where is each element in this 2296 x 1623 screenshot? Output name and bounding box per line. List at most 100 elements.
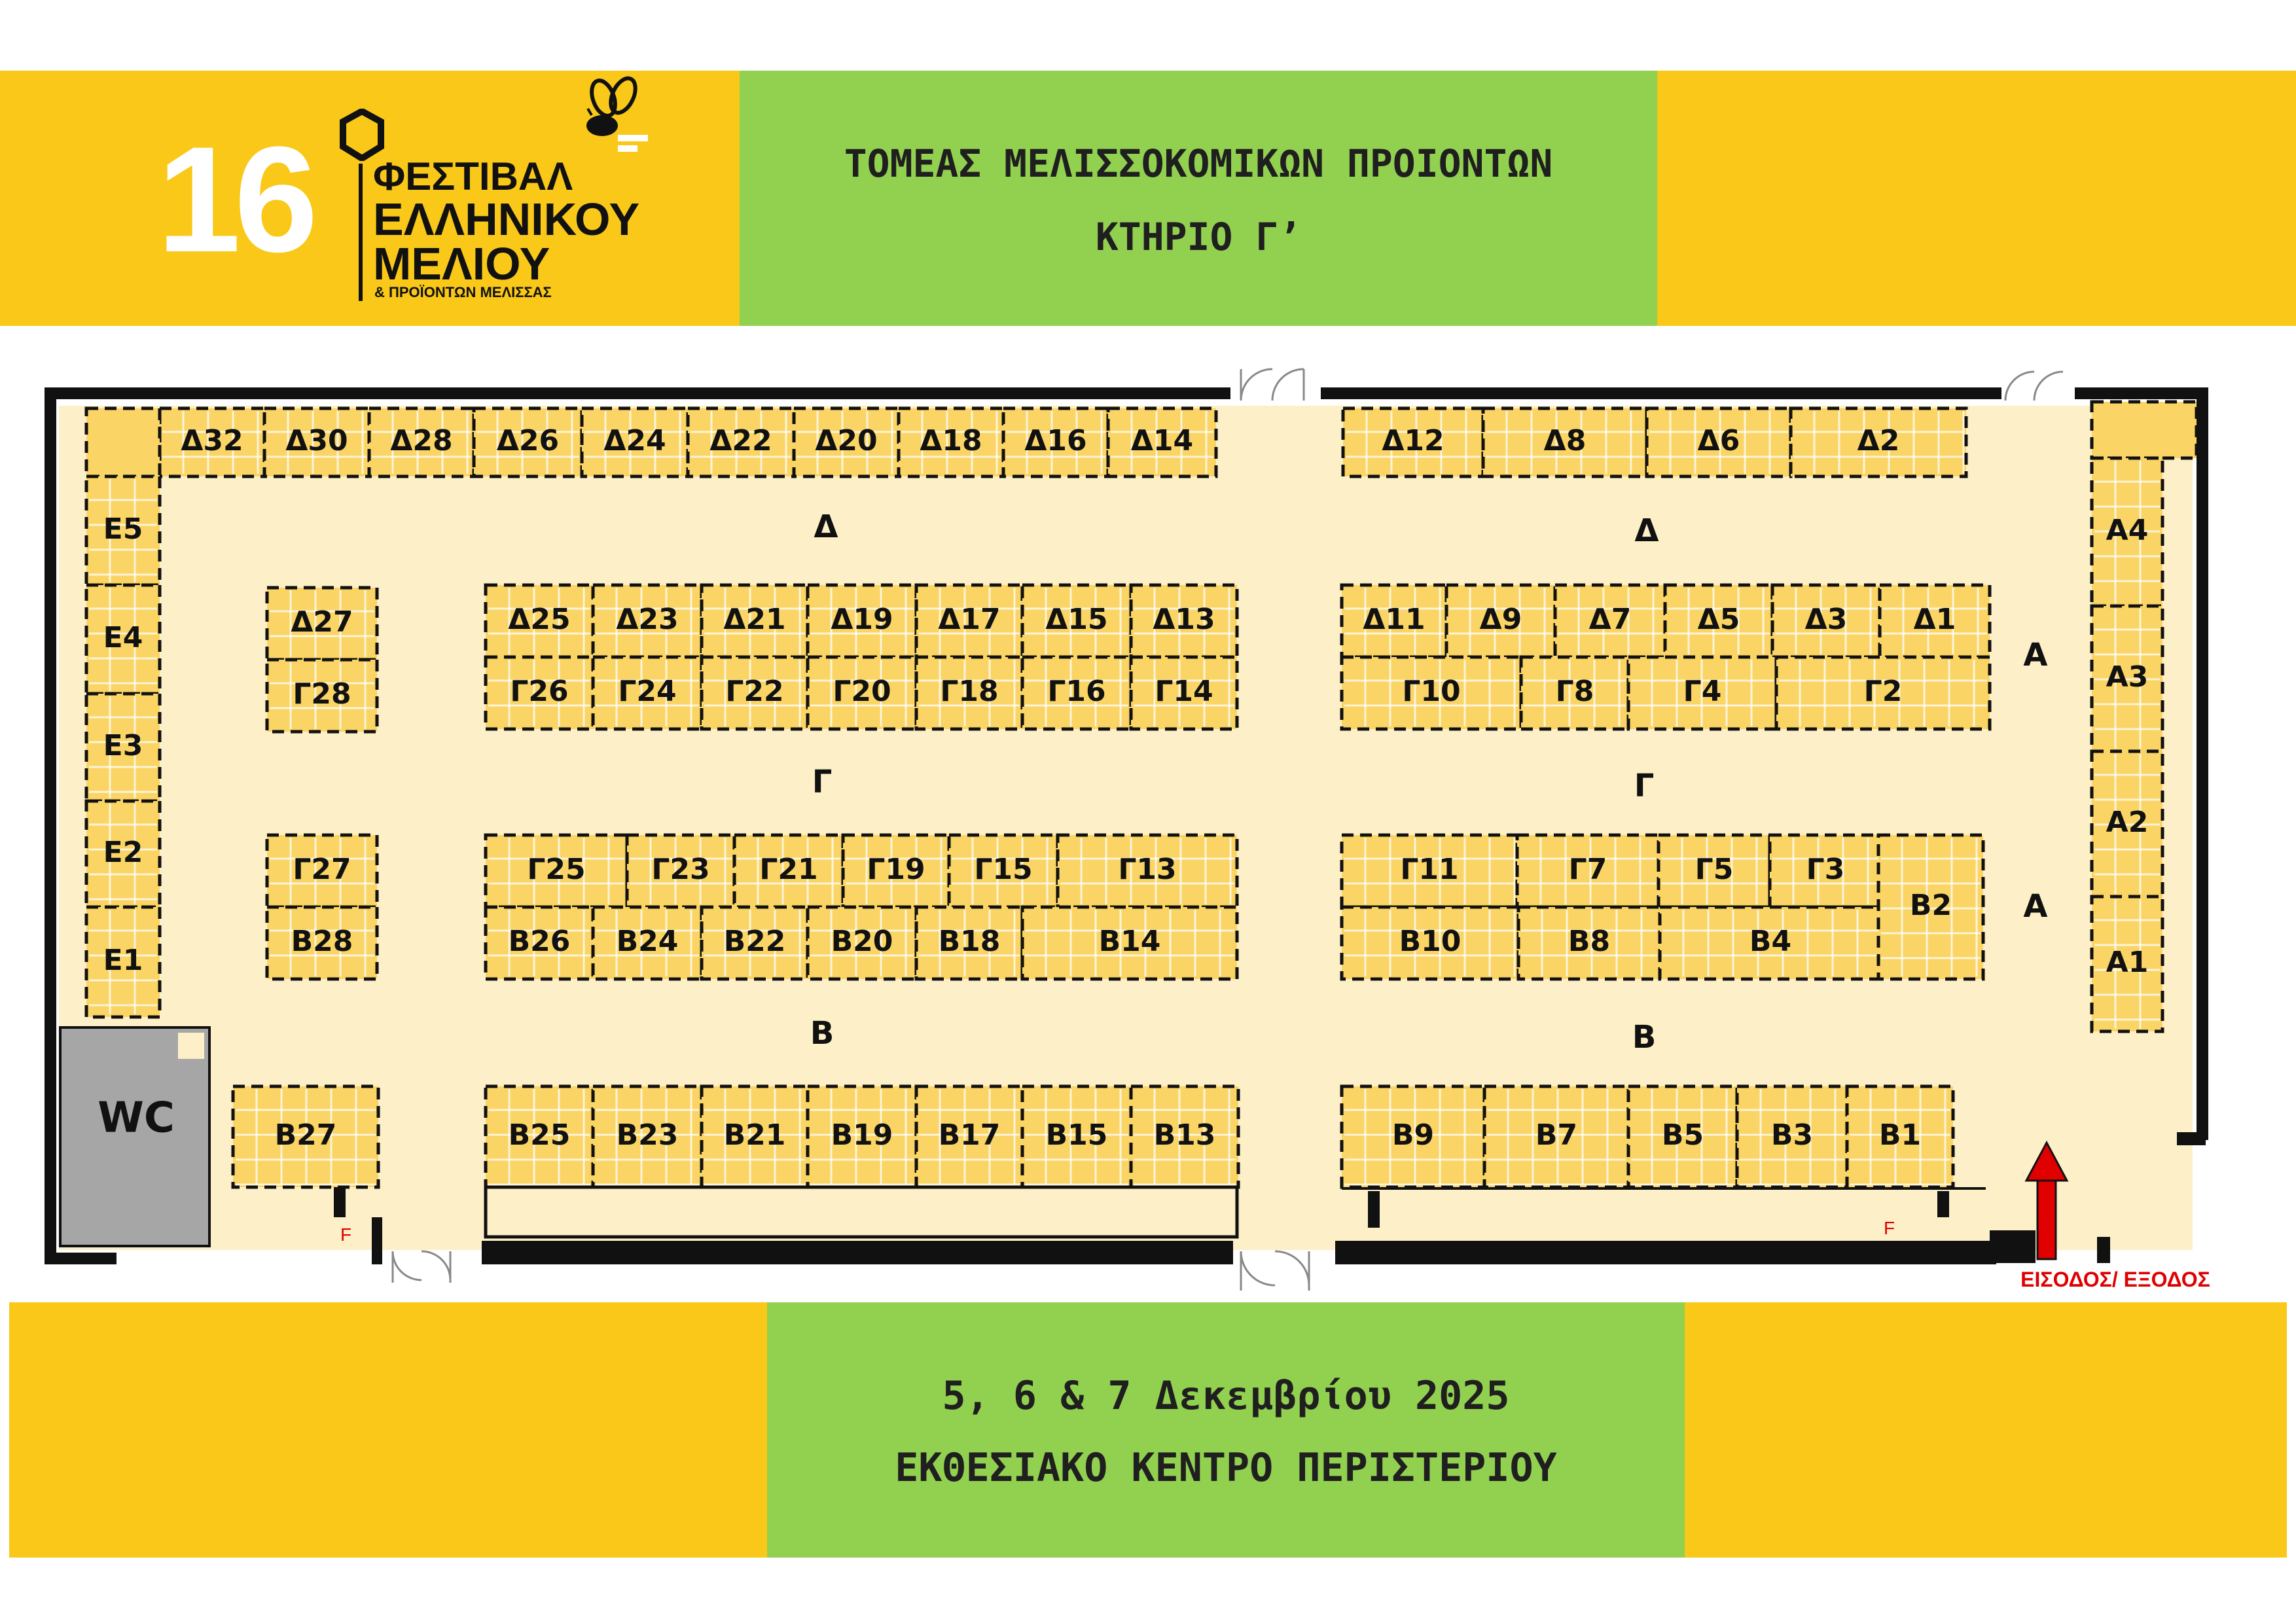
stall-1[interactable]: Γ8 bbox=[1519, 655, 1630, 731]
stall-0[interactable]: Δ11 bbox=[1340, 583, 1448, 659]
stall-4[interactable]: Β1 bbox=[1845, 1084, 1955, 1189]
stall-4[interactable]: Γ18 bbox=[914, 655, 1024, 731]
stall-2[interactable]: Β5 bbox=[1626, 1084, 1739, 1189]
stall-label: Δ3 bbox=[1805, 603, 1848, 636]
stall-1[interactable]: Γ24 bbox=[591, 655, 704, 731]
stall-2[interactable]: Δ28 bbox=[367, 406, 476, 478]
stall-3[interactable]: Γ19 bbox=[841, 833, 951, 909]
stall-0[interactable]: Γ10 bbox=[1340, 655, 1523, 731]
stall-3[interactable]: Δ19 bbox=[806, 583, 918, 659]
stall-0[interactable]: Γ27 bbox=[265, 833, 379, 909]
stall-3[interactable]: Β20 bbox=[806, 905, 918, 981]
stall-3[interactable]: Γ20 bbox=[806, 655, 918, 731]
stall-label: Β1 bbox=[1879, 1118, 1921, 1152]
stall-0[interactable]: Γ11 bbox=[1340, 833, 1519, 909]
stall-6[interactable]: Δ20 bbox=[792, 406, 901, 478]
stall-1[interactable]: Β7 bbox=[1482, 1084, 1630, 1189]
stall-5[interactable]: Β14 bbox=[1020, 905, 1239, 981]
stall-1[interactable]: Δ30 bbox=[262, 406, 371, 478]
stall-4[interactable]: Δ3 bbox=[1770, 583, 1882, 659]
stall-5[interactable]: Δ22 bbox=[686, 406, 796, 478]
stall-3[interactable]: Δ5 bbox=[1663, 583, 1774, 659]
stall-0[interactable]: Β25 bbox=[484, 1084, 595, 1189]
stall-1[interactable]: Γ23 bbox=[625, 833, 736, 909]
stall-2[interactable]: Β4 bbox=[1658, 905, 1883, 981]
stall-4[interactable]: Γ15 bbox=[947, 833, 1060, 909]
stall-4[interactable]: Δ17 bbox=[914, 583, 1024, 659]
stall-1[interactable]: Γ7 bbox=[1515, 833, 1660, 909]
stall-4[interactable]: Ε1 bbox=[84, 905, 162, 1019]
stall-label: Β18 bbox=[939, 925, 1001, 958]
stall-4[interactable]: Β17 bbox=[914, 1084, 1024, 1189]
stall-2[interactable]: Γ4 bbox=[1626, 655, 1778, 731]
stall-2[interactable]: Δ21 bbox=[700, 583, 810, 659]
stall-1[interactable]: Δ8 bbox=[1481, 406, 1649, 478]
stall-9[interactable]: Δ14 bbox=[1106, 406, 1218, 478]
stall-0[interactable]: Γ26 bbox=[484, 655, 595, 731]
stall-1[interactable]: Γ28 bbox=[265, 658, 379, 734]
stall-3[interactable]: Δ2 bbox=[1789, 406, 1968, 478]
stall-2[interactable]: Δ7 bbox=[1553, 583, 1667, 659]
stall-3[interactable]: Β3 bbox=[1735, 1084, 1849, 1189]
stall-1[interactable]: Ε4 bbox=[84, 583, 162, 696]
stall-2[interactable]: Γ5 bbox=[1657, 833, 1772, 909]
stall-2[interactable]: Β21 bbox=[700, 1084, 810, 1189]
stall-2[interactable]: Ε3 bbox=[84, 692, 162, 803]
stall-2[interactable]: Δ6 bbox=[1645, 406, 1793, 478]
stall-0[interactable]: Δ27 bbox=[265, 586, 379, 662]
stall-3[interactable]: Γ2 bbox=[1774, 655, 1992, 731]
stall-3[interactable]: Δ26 bbox=[472, 406, 584, 478]
stall-0[interactable]: Β10 bbox=[1340, 905, 1520, 981]
stall-3[interactable]: Γ3 bbox=[1768, 833, 1883, 909]
stall-3[interactable]: Α1 bbox=[2090, 895, 2164, 1033]
stall-label: Γ10 bbox=[1402, 675, 1460, 708]
extinguisher-icon: F bbox=[340, 1224, 351, 1245]
stall-0[interactable]: Δ32 bbox=[158, 406, 266, 478]
stall-0[interactable]: Γ25 bbox=[484, 833, 629, 909]
stall-0[interactable]: Β26 bbox=[484, 905, 595, 981]
stall-label: Δ24 bbox=[603, 424, 666, 457]
stall-label: Γ24 bbox=[618, 675, 676, 708]
stall-1[interactable]: Β8 bbox=[1516, 905, 1662, 981]
stall-label: Δ9 bbox=[1480, 603, 1522, 636]
stall-3[interactable]: Β19 bbox=[806, 1084, 918, 1189]
stall-4[interactable]: Β18 bbox=[914, 905, 1024, 981]
stall-6[interactable]: Δ13 bbox=[1129, 583, 1239, 659]
stall-label: Β8 bbox=[1568, 925, 1610, 958]
stall-1[interactable]: Δ23 bbox=[591, 583, 704, 659]
stall-label: Γ14 bbox=[1155, 675, 1213, 708]
stall-7[interactable]: Δ18 bbox=[897, 406, 1005, 478]
stall-0[interactable]: Δ25 bbox=[484, 583, 595, 659]
stall-0[interactable]: Α4 bbox=[2090, 456, 2164, 608]
stall-label: Β20 bbox=[831, 925, 893, 958]
stall-label: Β24 bbox=[617, 925, 679, 958]
stall-0[interactable]: Β9 bbox=[1340, 1084, 1486, 1189]
stall-0[interactable]: Δ12 bbox=[1341, 406, 1485, 478]
stall-row2_right_side[interactable]: Β2 bbox=[1876, 833, 1985, 981]
stall-2[interactable]: Γ22 bbox=[700, 655, 810, 731]
stall-bottom_small[interactable]: Β27 bbox=[231, 1084, 380, 1189]
stall-6[interactable]: Γ14 bbox=[1129, 655, 1239, 731]
stall-2[interactable]: Β22 bbox=[700, 905, 810, 981]
stall-5[interactable]: Δ1 bbox=[1878, 583, 1992, 659]
event-dates: 5, 6 & 7 Δεκεμβρίου 2025 bbox=[942, 1373, 1510, 1419]
stall-6[interactable]: Β13 bbox=[1129, 1084, 1240, 1189]
stall-1[interactable]: Δ9 bbox=[1444, 583, 1557, 659]
stall-5[interactable]: Β15 bbox=[1020, 1084, 1133, 1189]
stall-1[interactable]: Β23 bbox=[591, 1084, 704, 1189]
stall-1[interactable]: Α3 bbox=[2090, 604, 2164, 753]
stall-3[interactable]: Ε2 bbox=[84, 799, 162, 909]
stall-label: Γ27 bbox=[293, 853, 351, 886]
stall-label: Ε3 bbox=[103, 729, 143, 762]
stall-2[interactable]: Γ21 bbox=[732, 833, 845, 909]
stall-4[interactable]: Δ24 bbox=[580, 406, 690, 478]
stall-8[interactable]: Δ16 bbox=[1001, 406, 1110, 478]
stall-1[interactable]: Β28 bbox=[265, 905, 379, 981]
stall-2[interactable]: Α2 bbox=[2090, 749, 2164, 899]
stall-1[interactable]: Β24 bbox=[591, 905, 704, 981]
stall-5[interactable]: Γ16 bbox=[1020, 655, 1133, 731]
stall-0[interactable]: Ε5 bbox=[84, 474, 162, 587]
stall-5[interactable]: Δ15 bbox=[1020, 583, 1133, 659]
stall-5[interactable]: Γ13 bbox=[1056, 833, 1239, 909]
